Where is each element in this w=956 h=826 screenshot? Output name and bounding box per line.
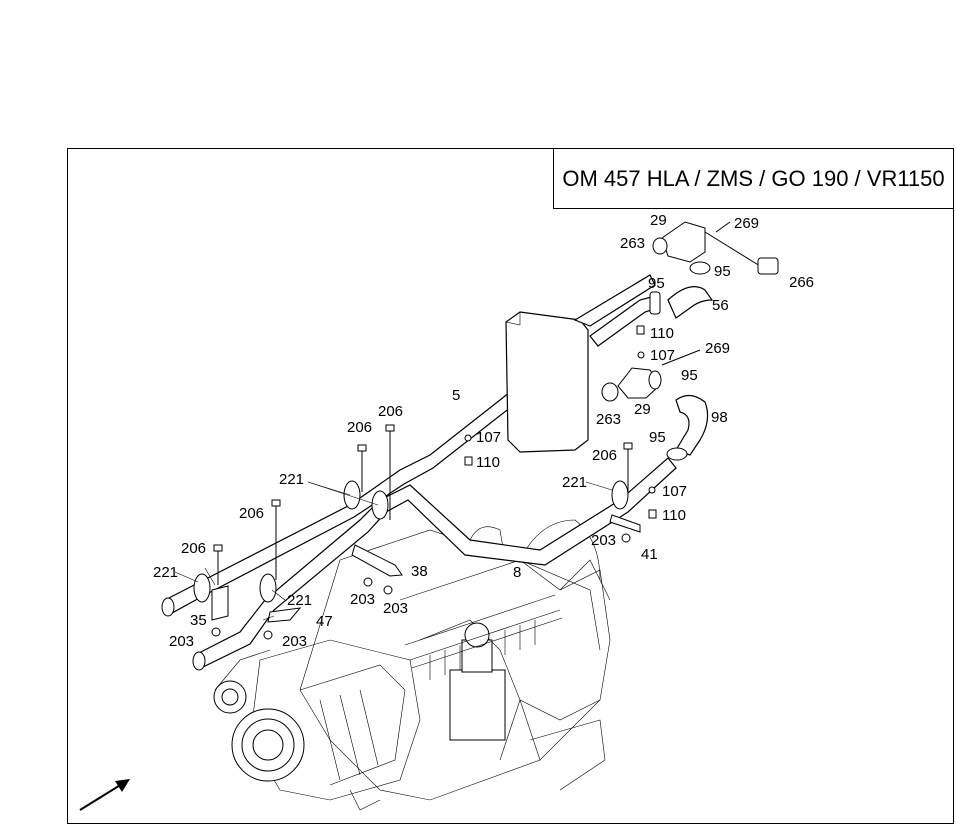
callout-47: 47 [316, 613, 333, 630]
callout-221a: 221 [279, 471, 304, 488]
callout-203a: 203 [591, 532, 616, 549]
callout-263a: 263 [620, 235, 645, 252]
callout-35: 35 [190, 612, 207, 629]
leader-lines [174, 481, 613, 621]
callout-221d: 221 [287, 592, 312, 609]
callout-269a: 269 [734, 215, 759, 232]
upper-cooling-pipe [573, 221, 779, 461]
engine-block [213, 639, 421, 811]
callout-203e: 203 [282, 633, 307, 650]
callout-110a: 110 [650, 325, 674, 342]
drawing-frame [67, 148, 954, 824]
callout-98: 98 [711, 409, 728, 426]
callout-206b: 206 [347, 419, 372, 436]
callout-41: 41 [641, 546, 658, 563]
callout-8: 8 [513, 564, 521, 581]
callout-38: 38 [411, 563, 428, 580]
callout-5: 5 [452, 387, 460, 404]
callout-95a: 95 [648, 275, 665, 292]
callout-107a: 107 [650, 347, 675, 364]
callout-266: 266 [789, 274, 814, 291]
callout-labels: 29 269 263 95 95 266 56 110 107 269 95 5… [153, 212, 814, 650]
callout-203c: 203 [383, 600, 408, 617]
callout-203b: 203 [350, 591, 375, 608]
callout-95b: 95 [714, 263, 731, 280]
callout-269b: 269 [705, 340, 730, 357]
callout-110b: 110 [476, 454, 500, 471]
callout-29a: 29 [650, 212, 667, 229]
callout-221b: 221 [562, 474, 587, 491]
callout-29b: 29 [634, 401, 651, 418]
bolt-206-group [213, 424, 633, 585]
callout-107c: 107 [662, 483, 687, 500]
diagram-title: OM 457 HLA / ZMS / GO 190 / VR1150 [562, 165, 945, 191]
title-block: OM 457 HLA / ZMS / GO 190 / VR1150 [553, 148, 954, 209]
callout-206a: 206 [378, 403, 403, 420]
callout-206d: 206 [239, 505, 264, 522]
housing-ribs [404, 594, 563, 680]
callout-110c: 110 [662, 507, 686, 524]
callout-206e: 206 [181, 540, 206, 557]
lower-cooling-pipe-assembly [161, 390, 677, 671]
direction-arrow-icon [79, 779, 130, 811]
callout-107b: 107 [476, 429, 501, 446]
expansion-tank [505, 311, 589, 453]
callout-95c: 95 [681, 367, 698, 384]
callout-203d: 203 [169, 633, 194, 650]
callout-56: 56 [712, 297, 729, 314]
callout-95d: 95 [649, 429, 666, 446]
callout-221c: 221 [153, 564, 178, 581]
callout-263b: 263 [596, 411, 621, 428]
transmission-housing [299, 519, 611, 801]
callout-206c: 206 [592, 447, 617, 464]
